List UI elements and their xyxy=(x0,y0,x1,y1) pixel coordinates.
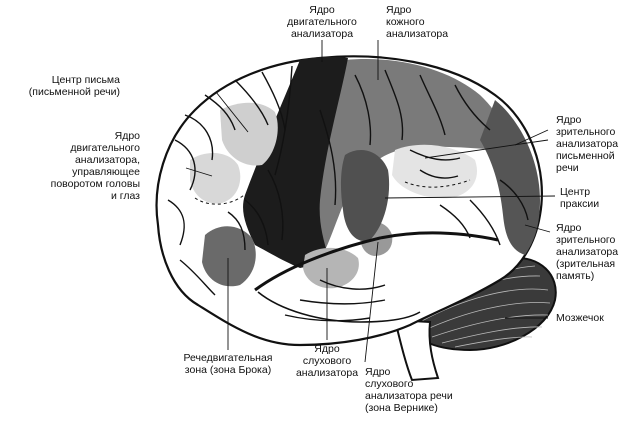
cerebellum xyxy=(408,256,557,352)
label-cerebellum: Мозжечок xyxy=(556,312,604,324)
broca-zone xyxy=(202,226,256,287)
eye-head-zone xyxy=(190,153,241,204)
temporal-lobe-edge xyxy=(257,291,421,323)
label-wernicke: Ядро слухового анализатора речи (зона Ве… xyxy=(365,366,453,414)
label-writing-center: Центр письма (письменной речи) xyxy=(28,74,120,98)
motor-strip xyxy=(243,56,348,268)
label-broca: Речедвигательная зона (зона Брока) xyxy=(183,352,273,376)
label-visual-memory: Ядро зрительного анализатора (зрительная… xyxy=(556,222,619,282)
visual-analyzer-zone xyxy=(480,100,540,255)
writing-zone xyxy=(220,102,278,166)
leader-lines xyxy=(185,40,556,363)
label-skin-core: Ядро кожного анализатора xyxy=(386,4,449,40)
label-praxis-center: Центр праксии xyxy=(560,186,600,210)
temporal-dark-zone xyxy=(340,150,390,241)
dashed-boundaries xyxy=(194,179,471,205)
label-auditory: Ядро слухового анализатора xyxy=(295,343,359,379)
label-motor-core: Ядро двигательного анализатора xyxy=(287,4,357,40)
lateral-sulcus xyxy=(254,231,499,292)
brain-stem xyxy=(393,318,440,382)
label-visual-written: Ядро зрительного анализатора письменной … xyxy=(556,114,619,174)
skin-analyzer-zone xyxy=(310,59,503,250)
gyri xyxy=(167,65,529,322)
label-eye-head-motor: Ядро двигательного анализатора, управляю… xyxy=(50,130,140,202)
